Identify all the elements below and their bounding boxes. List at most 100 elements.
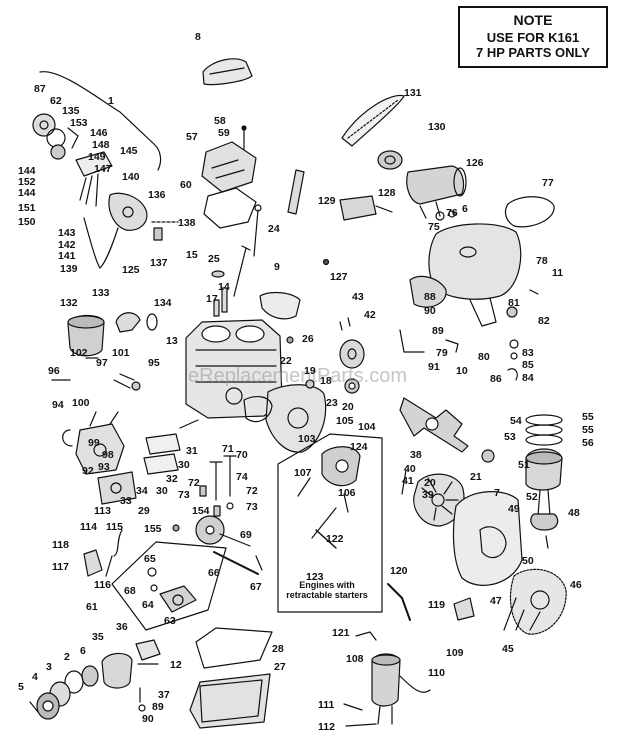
part-52	[537, 489, 551, 517]
part-36	[135, 639, 161, 661]
part-27	[189, 673, 271, 729]
part-label: 56	[582, 437, 594, 449]
linkage-group	[75, 151, 113, 177]
part-label: 91	[428, 361, 440, 373]
part-label: 17	[206, 293, 218, 305]
note-line-1: USE FOR K161	[486, 30, 580, 45]
part-label: 74	[236, 471, 248, 483]
part-127	[322, 258, 330, 266]
note-box: NOTE USE FOR K161 7 HP PARTS ONLY	[458, 6, 608, 68]
part-85	[510, 352, 518, 360]
part-50	[545, 535, 549, 549]
part-label: 125	[122, 264, 140, 276]
part-label: 21	[470, 471, 482, 483]
part-121	[355, 631, 377, 641]
wire-110	[399, 675, 431, 693]
part-label: 36	[116, 621, 128, 633]
part-25	[233, 247, 247, 297]
note-line-2: 7 HP PARTS ONLY	[476, 45, 590, 60]
part-label: 57	[186, 131, 198, 143]
part-5	[29, 701, 39, 713]
part-label: 31	[186, 445, 198, 457]
part-label: 29	[138, 505, 150, 517]
part-label: 142	[58, 239, 76, 251]
part-75	[428, 223, 522, 300]
part-label: 73	[246, 501, 258, 513]
part-137	[153, 227, 163, 241]
part-label: 40	[404, 463, 416, 475]
part-label: 24	[268, 223, 280, 235]
part-2	[64, 670, 84, 694]
part-label: 20	[342, 401, 354, 413]
part-label: 53	[504, 431, 516, 443]
part-label: 63	[164, 615, 176, 627]
part-109	[453, 597, 475, 621]
part-30-gasket	[145, 433, 181, 455]
part-label: 48	[568, 507, 580, 519]
belt-139	[83, 217, 119, 269]
part-14	[221, 287, 228, 313]
part-20b	[481, 449, 495, 463]
part-65	[147, 567, 157, 577]
part-label: 120	[390, 565, 408, 577]
callout-line-1: Engines with	[299, 580, 355, 590]
part-cover-8	[202, 58, 253, 86]
part-label: 2	[64, 651, 70, 663]
part-label: 79	[436, 347, 448, 359]
part-label: 38	[410, 449, 422, 461]
part-42	[339, 339, 365, 369]
part-label: 71	[222, 443, 234, 455]
part-35	[101, 652, 133, 689]
part-label: 131	[404, 87, 422, 99]
part-label: 81	[508, 297, 520, 309]
part-label: 72	[188, 477, 200, 489]
part-label: 132	[60, 297, 78, 309]
part-label: 30	[156, 485, 168, 497]
part-label: 130	[428, 121, 446, 133]
part-label: 94	[52, 399, 64, 411]
part-label: 117	[52, 561, 69, 573]
part-60	[203, 187, 257, 229]
part-label: 150	[18, 216, 36, 228]
part-label: 10	[456, 365, 468, 377]
part-label: 13	[166, 335, 178, 347]
part-label: 26	[302, 333, 314, 345]
part-label: 37	[158, 689, 170, 701]
part-label: 102	[70, 347, 88, 359]
part-48	[530, 513, 559, 531]
part-label: 107	[294, 467, 312, 479]
part-28	[195, 627, 273, 669]
part-108	[371, 653, 401, 707]
part-66	[213, 551, 259, 575]
part-label: 9	[274, 261, 280, 273]
part-134	[146, 313, 158, 331]
part-79	[399, 329, 425, 353]
part-label: 25	[208, 253, 220, 265]
part-9	[259, 291, 301, 320]
part-label: 104	[358, 421, 376, 433]
part-label: 93	[98, 461, 110, 473]
part-155	[172, 524, 180, 532]
part-115	[113, 529, 123, 557]
part-label: 100	[72, 397, 90, 409]
part-label: 106	[338, 487, 356, 499]
part-label: 66	[208, 567, 220, 579]
part-label: 103	[298, 433, 316, 445]
part-label: 144	[18, 165, 36, 177]
part-label: 22	[280, 355, 292, 367]
part-62	[46, 128, 66, 148]
part-label: 151	[18, 202, 36, 214]
part-label: 136	[148, 189, 166, 201]
part-label: 140	[122, 171, 140, 183]
part-rope-122	[315, 529, 337, 549]
part-label: 32	[166, 473, 178, 485]
part-label: 80	[478, 351, 490, 363]
part-label: 92	[82, 465, 94, 477]
part-label: 95	[148, 357, 160, 369]
part-63	[159, 585, 197, 613]
part-label: 19	[304, 365, 316, 377]
part-label: 62	[50, 95, 62, 107]
part-label: 137	[150, 257, 168, 269]
part-label: 90	[424, 305, 436, 317]
